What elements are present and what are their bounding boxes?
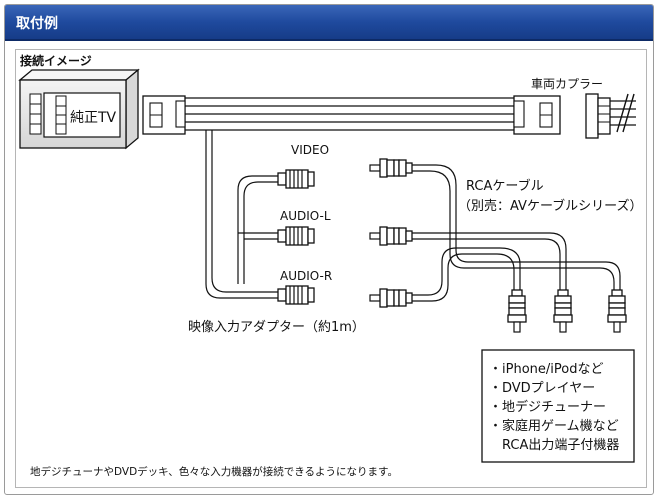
adapter-label: 映像入力アダプター（約1m）: [188, 320, 365, 335]
caption: 地デジチューナやDVDデッキ、色々な入力機器が接続できるようになります。: [30, 465, 398, 478]
rca-plug-down-3: [607, 289, 627, 333]
device-item: ・iPhone/iPodなど: [489, 362, 603, 377]
head-unit-label: 純正TV: [70, 110, 117, 126]
device-item: ・家庭用ゲーム機など: [489, 418, 619, 434]
input-label-video: VIDEO: [291, 143, 329, 157]
title-bar: 取付例: [5, 5, 653, 41]
rca-plug-down-1: [507, 289, 527, 333]
rca-plug-audio-l: [369, 226, 413, 246]
device-list: ・iPhone/iPodなど ・DVDプレイヤー ・地デジチューナー ・家庭用ゲ…: [489, 362, 619, 453]
audio-l-jack: [277, 226, 315, 246]
adapter-cable: [205, 130, 278, 299]
input-label-audio-l: AUDIO-L: [280, 209, 331, 223]
rca-plug-down-2: [553, 289, 573, 333]
device-item: RCA出力端子付機器: [489, 438, 619, 453]
vehicle-coupler: [585, 93, 636, 139]
video-jack: [277, 169, 315, 189]
head-unit: [18, 68, 140, 150]
rca-cable-note: （別売：AVケーブルシリーズ）: [458, 198, 643, 214]
device-list-box: [481, 349, 635, 463]
rca-plug-audio-r: [369, 288, 413, 308]
content-frame: 取付例: [4, 4, 654, 495]
audio-r-jack: [277, 285, 315, 305]
harness-connector-right: [513, 95, 561, 135]
harness-connector-left: [142, 95, 186, 135]
section-label: 接続イメージ: [20, 53, 92, 68]
device-item: ・地デジチューナー: [489, 399, 606, 415]
device-item: ・DVDプレイヤー: [489, 381, 595, 396]
rca-cable-label: RCAケーブル: [466, 178, 544, 194]
rca-plug-video: [369, 158, 413, 178]
vehicle-coupler-label: 車両カプラー: [531, 77, 603, 91]
page-title: 取付例: [16, 16, 58, 32]
wire-harness: [184, 97, 514, 131]
input-label-audio-r: AUDIO-R: [280, 269, 332, 283]
rca-cable: [412, 164, 621, 302]
